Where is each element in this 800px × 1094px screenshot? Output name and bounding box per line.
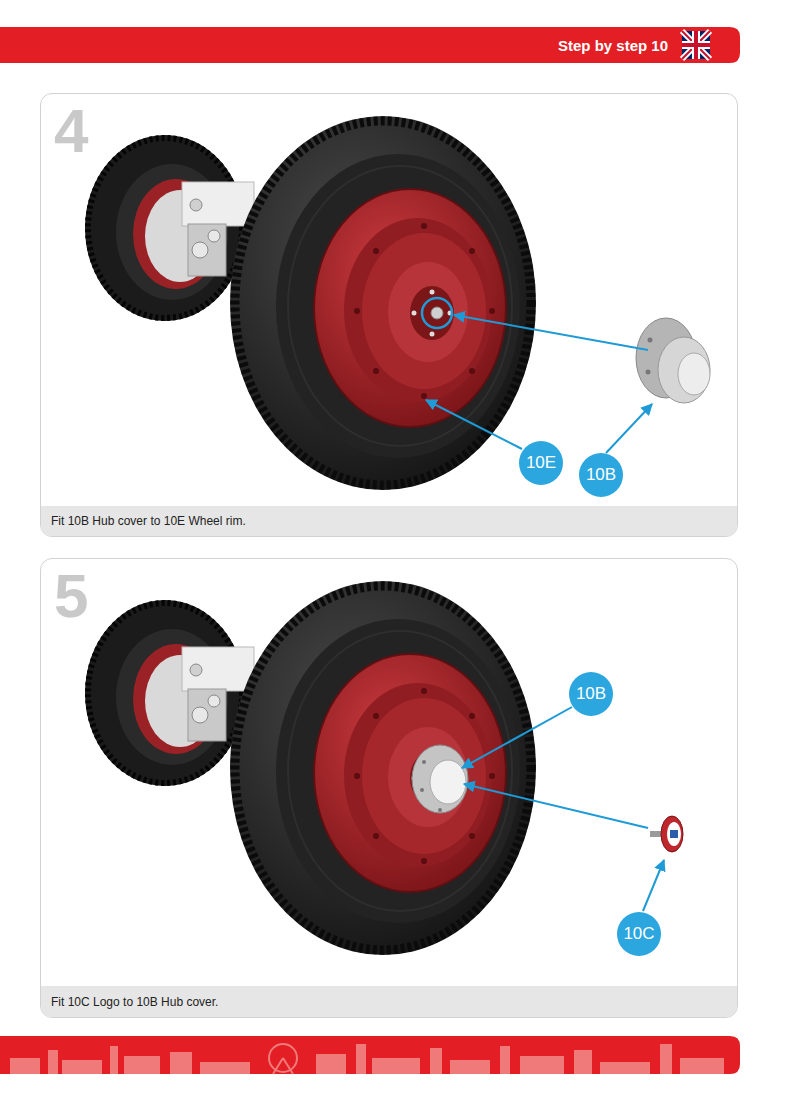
- step-number: 5: [54, 565, 737, 627]
- instruction-caption: Fit 10C Logo to 10B Hub cover.: [41, 986, 737, 1017]
- caption-text: Fit 10C Logo to 10B Hub cover.: [41, 995, 218, 1009]
- instruction-caption: Fit 10B Hub cover to 10E Wheel rim.: [41, 506, 737, 536]
- callout-number: 10B: [569, 672, 613, 716]
- callout-label: 10C: [623, 924, 654, 944]
- callout-label: 10B: [586, 465, 616, 485]
- step-panel: 5 10B 10C Fit 10C Logo to 10B Hub cover.: [40, 558, 738, 1018]
- callout-label: 10B: [576, 684, 606, 704]
- page-title: Step by step 10: [470, 37, 668, 54]
- step-panel: 4 10E 10B Fit 10B Hub cover to 10E Wheel ri…: [40, 93, 738, 537]
- callout-number: 10C: [617, 912, 661, 956]
- callout-number: 10E: [519, 441, 563, 485]
- step-number: 4: [54, 100, 737, 162]
- callout-label: 10E: [526, 453, 556, 473]
- callout-number: 10B: [579, 453, 623, 497]
- caption-text: Fit 10B Hub cover to 10E Wheel rim.: [41, 514, 246, 528]
